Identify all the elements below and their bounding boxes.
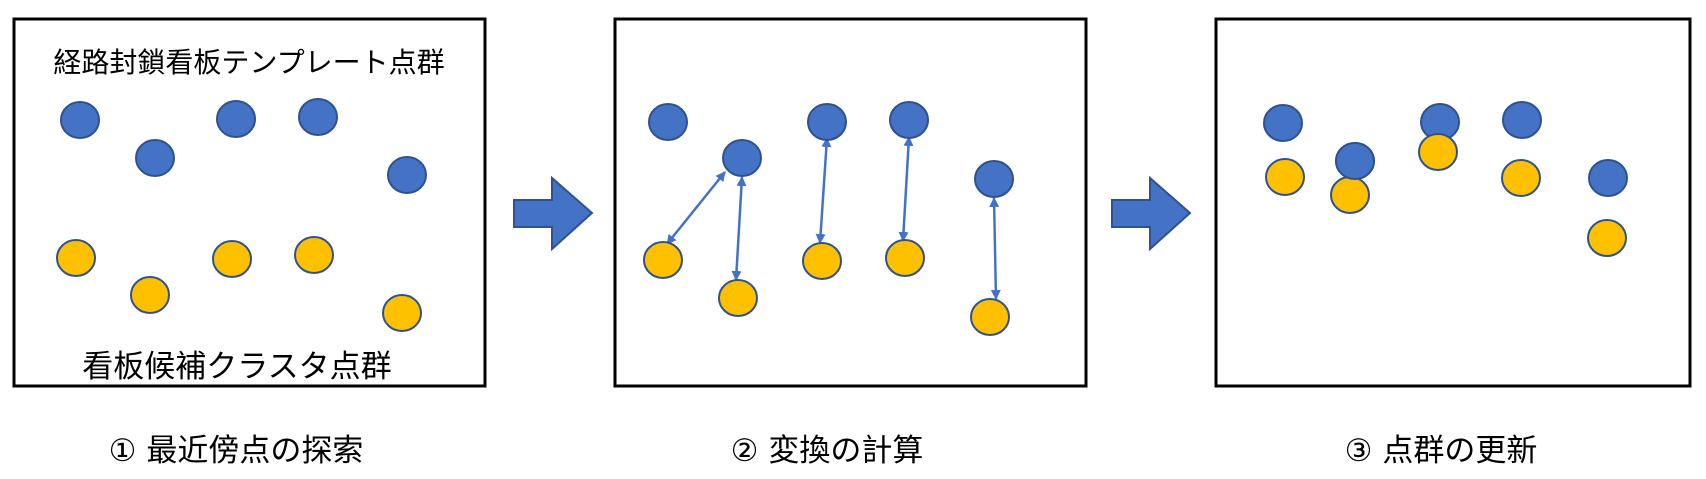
candidate-point bbox=[1265, 158, 1305, 196]
template-point bbox=[722, 139, 762, 177]
template-point bbox=[135, 139, 175, 177]
double-headed-arrow-icon bbox=[898, 136, 914, 242]
template-point bbox=[60, 101, 100, 139]
double-headed-arrow-icon bbox=[731, 176, 747, 281]
candidate-point bbox=[1330, 176, 1370, 214]
panel-transform-calc bbox=[613, 17, 1088, 388]
double-headed-arrow-icon bbox=[666, 171, 726, 245]
candidate-points bbox=[643, 239, 1010, 336]
template-point bbox=[1263, 104, 1303, 142]
candidate-point bbox=[1501, 159, 1541, 197]
double-headed-arrow-icon bbox=[815, 137, 832, 244]
candidate-point bbox=[212, 240, 252, 278]
template-point bbox=[1588, 159, 1628, 197]
candidate-point bbox=[294, 236, 334, 274]
candidate-point bbox=[130, 276, 170, 314]
right-arrow-icon bbox=[1111, 175, 1192, 252]
step1-caption: ① 最近傍点の探索 bbox=[109, 433, 364, 469]
candidate-point bbox=[718, 279, 758, 317]
candidate-point bbox=[1418, 133, 1458, 171]
candidate-point bbox=[970, 298, 1010, 336]
candidate-point bbox=[885, 239, 925, 277]
template-points bbox=[60, 98, 427, 194]
candidate-point bbox=[382, 294, 422, 332]
template-point-cloud-label: 経路封鎖看板テンプレート点群 bbox=[53, 46, 444, 79]
template-point bbox=[889, 101, 929, 139]
panel-frame bbox=[1214, 17, 1692, 388]
candidate-point bbox=[1587, 219, 1627, 257]
template-points bbox=[648, 101, 1014, 198]
step3-caption: ③ 点群の更新 bbox=[1345, 433, 1538, 469]
template-point bbox=[974, 160, 1014, 198]
panel-nearest-search: 経路封鎖看板テンプレート点群 看板候補クラスタ点群 bbox=[12, 17, 487, 388]
template-point bbox=[1502, 101, 1542, 139]
step2-caption: ② 変換の計算 bbox=[731, 433, 924, 469]
candidate-points bbox=[1265, 133, 1627, 257]
candidate-point bbox=[802, 242, 842, 280]
candidate-point bbox=[643, 241, 683, 279]
template-point bbox=[1335, 142, 1375, 180]
panel-point-cloud-update bbox=[1214, 17, 1692, 388]
candidate-cluster-label: 看板候補クラスタ点群 bbox=[82, 349, 391, 385]
template-point bbox=[298, 98, 338, 136]
double-headed-arrow-icon bbox=[989, 197, 1001, 300]
template-point bbox=[807, 103, 847, 141]
template-point bbox=[387, 156, 427, 194]
panel-frame bbox=[613, 17, 1088, 388]
template-point bbox=[216, 100, 256, 138]
correspondence-arrows bbox=[666, 136, 1001, 300]
candidate-point bbox=[56, 239, 96, 277]
template-point bbox=[648, 103, 688, 141]
right-arrow-icon bbox=[513, 175, 594, 252]
candidate-points bbox=[56, 236, 422, 332]
